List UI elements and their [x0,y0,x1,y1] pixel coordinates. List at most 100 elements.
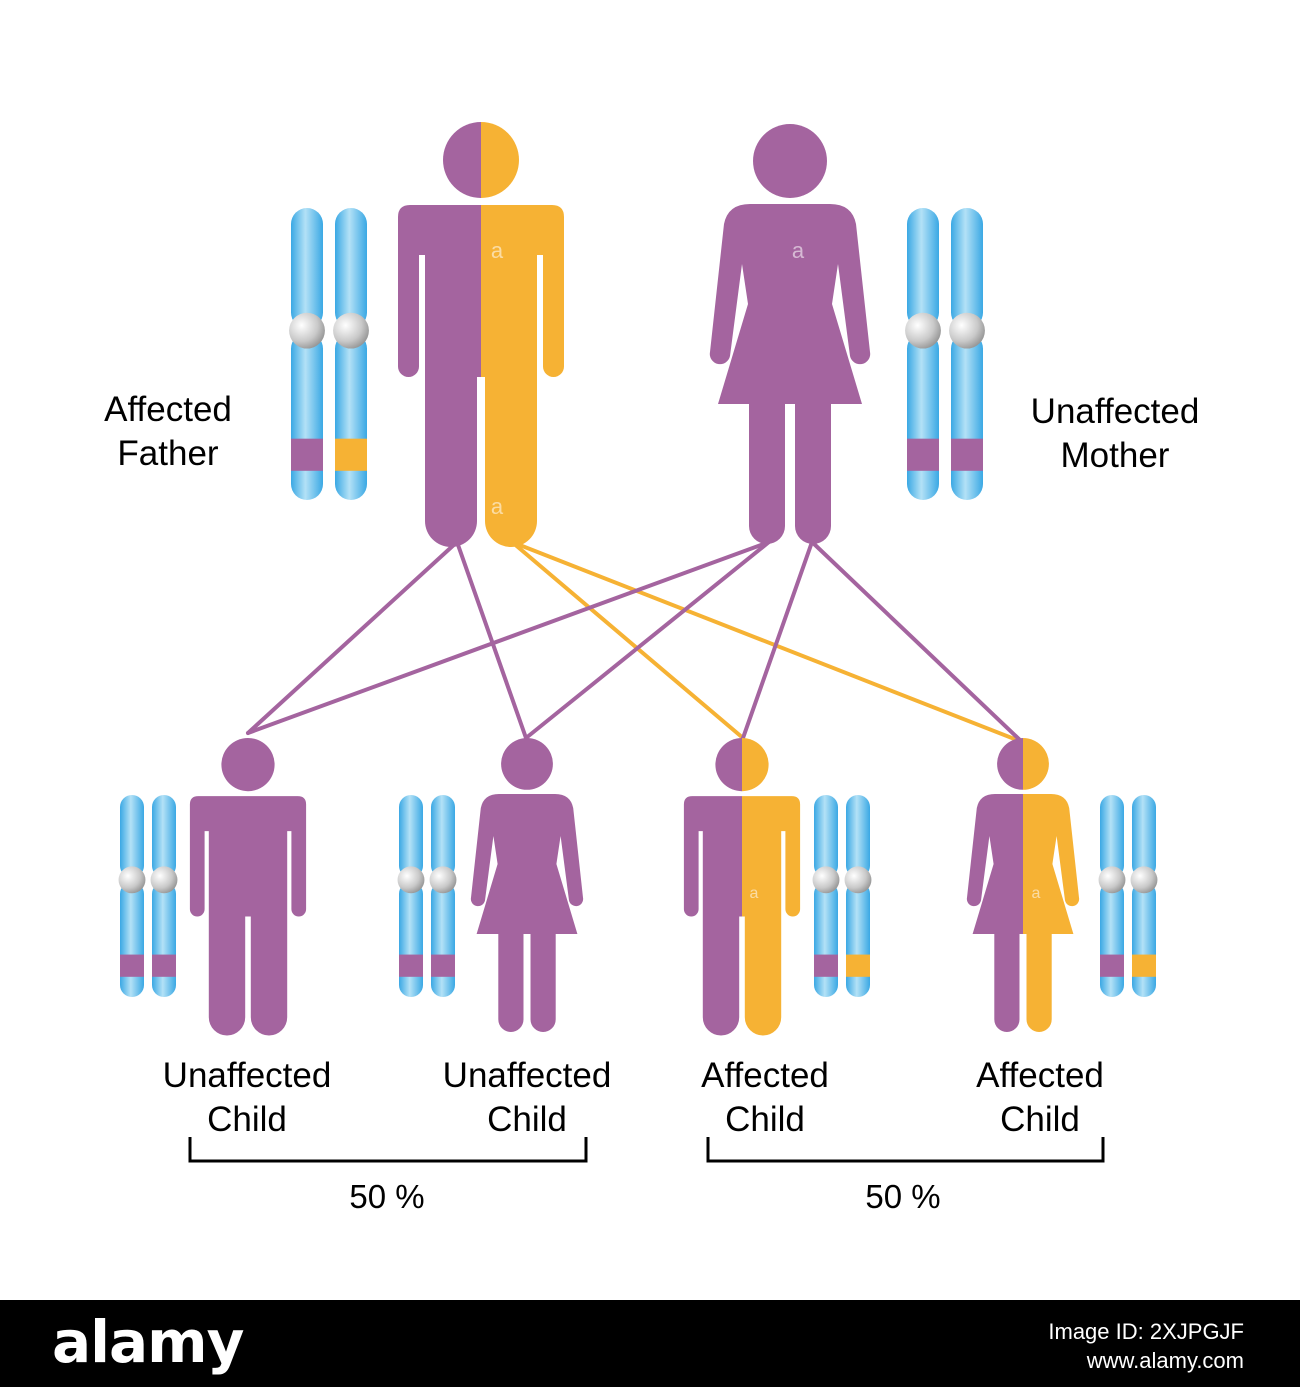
centromere [949,312,985,349]
chromosome-upper-arm [120,795,144,878]
torso-right-half [248,796,307,1036]
centromere [1098,866,1126,894]
inheritance-line-3 [510,540,745,740]
father-chromosomes [289,208,369,500]
child-4-figure [966,738,1080,1032]
dress-right-half [790,204,871,544]
allele-letter: a [1032,885,1041,902]
head-left-half [501,738,527,790]
inheritance-line-1 [246,540,459,735]
chromosome-1 [289,208,325,500]
child-1-figure [189,738,307,1036]
chromosome-lower-arm [1132,881,1156,997]
bracket-unaffected-group [188,1137,588,1163]
head-right-half [527,738,553,790]
label-affected-father: Affected Father [104,390,232,473]
chromosome-1 [905,208,941,500]
head-left-half [997,738,1023,790]
torso-left-half [683,796,742,1036]
father-figure [398,122,564,547]
chromosome-upper-arm [846,795,870,878]
percent-left-group: 50 % [349,1178,425,1215]
label-child-1: Unaffected Child [162,1056,332,1139]
chromosome-1 [397,795,425,997]
head-right-half [742,738,769,792]
percentage-brackets [188,1137,1105,1163]
chromosome-lower-arm [846,881,870,997]
chromosome-lower-arm [291,332,323,500]
chromosome-lower-arm [335,332,367,500]
centromere [150,866,178,894]
gene-band [120,954,144,977]
mother-figure [709,124,871,544]
chromosome-2 [429,795,457,997]
child-2-chromosomes [397,795,457,997]
head-right-half [248,738,275,792]
label-child-3: Affected Child [701,1056,829,1139]
chromosome-lower-arm [1100,881,1124,997]
dress-right-half [527,794,584,1032]
chromosome-2 [949,208,985,500]
torso-right-half [481,205,564,547]
chromosome-2 [1130,795,1158,997]
head-left-half [753,124,790,198]
gene-band [1132,954,1156,977]
chromosome-lower-arm [907,332,939,500]
chromosome-1 [812,795,840,997]
site-url: www.alamy.com [1086,1348,1244,1373]
gene-band [1100,954,1124,977]
dress-left-half [470,794,527,1032]
gene-band [814,954,838,977]
dress-right-half [1023,794,1080,1032]
centromere [812,866,840,894]
chromosome-upper-arm [431,795,455,878]
centromere [333,312,369,349]
gene-band [399,954,423,977]
head-right-half [790,124,827,198]
head-left-half [221,738,248,792]
inheritance-line-8 [810,540,1024,744]
child-2-figure [470,738,584,1032]
label-child-2: Unaffected Child [442,1056,612,1139]
inheritance-line-2 [455,540,528,740]
allele-letter: a [491,238,504,263]
gene-band [431,954,455,977]
inheritance-line-4 [510,540,1024,744]
label-unaffected-mother: Unaffected Mother [1030,392,1200,475]
chromosome-lower-arm [399,881,423,997]
chromosome-1 [1098,795,1126,997]
dress-left-half [966,794,1023,1032]
chromosome-upper-arm [814,795,838,878]
chromosome-lower-arm [951,332,983,500]
chromosome-upper-arm [399,795,423,878]
chromosome-upper-arm [907,208,939,329]
chromosome-upper-arm [335,208,367,329]
chromosome-pairs [118,208,1158,997]
brand-logo: alamy [52,1308,244,1376]
head-left-half [443,122,481,198]
chromosome-upper-arm [152,795,176,878]
footer-bar: alamy Image ID: 2XJPGJF www.alamy.com [0,1300,1300,1387]
gene-band [951,438,983,471]
centromere [905,312,941,349]
allele-letter: a [491,494,504,519]
chromosome-upper-arm [951,208,983,329]
gene-band [846,954,870,977]
centromere [397,866,425,894]
image-id: Image ID: 2XJPGJF [1048,1319,1244,1344]
inheritance-lines [246,540,1024,744]
allele-letter: a [792,238,805,263]
child-1-chromosomes [118,795,178,997]
chromosome-lower-arm [814,881,838,997]
inheritance-line-5 [246,540,771,735]
centromere [289,312,325,349]
centromere [1130,866,1158,894]
label-child-4: Affected Child [976,1056,1104,1139]
bracket-affected-group [706,1137,1105,1163]
head-left-half [715,738,742,792]
centromere [118,866,146,894]
child-3-chromosomes [812,795,872,997]
